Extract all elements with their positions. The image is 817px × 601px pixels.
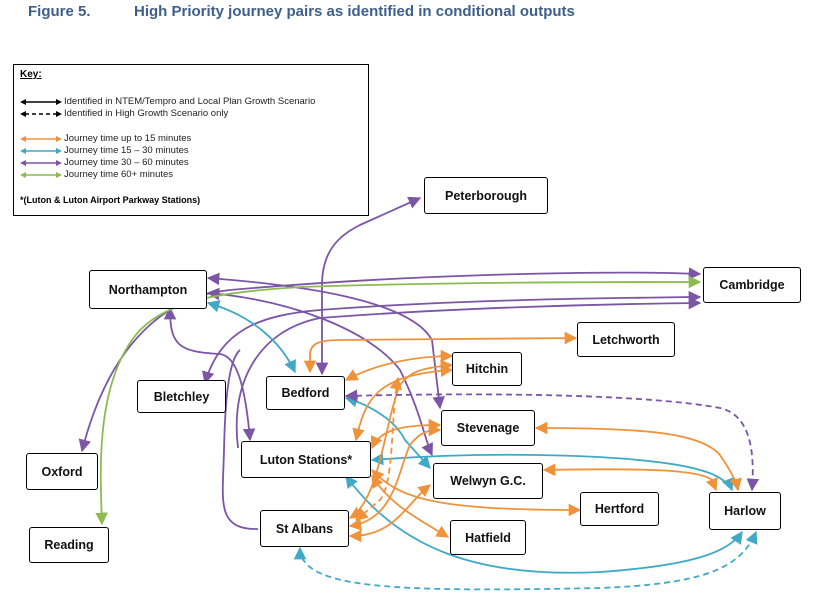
- key-time-label-4: Journey time 60+ minutes: [64, 169, 174, 180]
- node-stevenage: Stevenage: [441, 410, 535, 446]
- edge-northampton-bedford: [206, 300, 296, 374]
- edge-hitchin-st-albans-dashed: [355, 376, 403, 521]
- edges-high-growth: [293, 376, 760, 591]
- key-title: Key:: [20, 69, 42, 80]
- edge-northampton-luton: [163, 306, 256, 442]
- edge-luton-stevenage: [370, 418, 442, 450]
- node-bletchley: Bletchley: [137, 380, 226, 413]
- node-letchworth: Letchworth: [577, 322, 675, 357]
- figure-caption: High Priority journey pairs as identifie…: [134, 3, 575, 20]
- edge-st-albans-northampton: [221, 349, 259, 530]
- key-solid-label: Identified in NTEM/Tempro and Local Plan…: [64, 96, 316, 107]
- edge-st-albans-welwyn: [348, 484, 431, 543]
- node-hatfield: Hatfield: [450, 520, 526, 555]
- orange-arrow-icon: [20, 136, 62, 142]
- green-arrow-icon: [20, 172, 62, 178]
- node-cambridge: Cambridge: [703, 267, 801, 303]
- dashed-arrow-icon: [20, 111, 62, 117]
- node-peterborough: Peterborough: [424, 177, 548, 214]
- node-welwyn-gc: Welwyn G.C.: [433, 463, 543, 499]
- key-note: *(Luton & Luton Airport Parkway Stations…: [20, 195, 201, 205]
- edge-welwyn-harlow: [542, 463, 718, 492]
- key-dashed-label: Identified in High Growth Scenario only: [64, 108, 229, 119]
- edge-st-albans-harlow-dashed: [293, 530, 758, 591]
- key-time-label-1: Journey time up to 15 minutes: [64, 133, 192, 144]
- node-hertford: Hertford: [580, 492, 659, 526]
- key-box: Key: Identified in NTEM/Tempro and Local…: [13, 64, 369, 216]
- node-harlow: Harlow: [709, 492, 781, 530]
- node-northampton: Northampton: [89, 270, 207, 309]
- solid-arrow-icon: [20, 99, 62, 105]
- purple-arrow-icon: [20, 160, 62, 166]
- edge-luton-harlow-long: [345, 474, 743, 574]
- edge-reading-cambridge: [95, 275, 702, 526]
- node-bedford: Bedford: [266, 376, 345, 410]
- blue-arrow-icon: [20, 148, 62, 154]
- node-reading: Reading: [29, 527, 109, 563]
- edge-bedford-harlow-dashed: [344, 389, 760, 492]
- node-st-albans: St Albans: [260, 510, 349, 547]
- edges-60-plus: [95, 275, 702, 526]
- node-hitchin: Hitchin: [452, 352, 522, 386]
- node-oxford: Oxford: [26, 453, 98, 490]
- figure-title: Figure 5. High Priority journey pairs as …: [28, 3, 575, 20]
- key-time-label-3: Journey time 30 – 60 minutes: [64, 157, 189, 168]
- edge-bedford-letchworth: [303, 331, 578, 374]
- figure-number: Figure 5.: [28, 3, 91, 20]
- node-luton-stations: Luton Stations*: [241, 441, 371, 478]
- key-time-label-2: Journey time 15 – 30 minutes: [64, 145, 189, 156]
